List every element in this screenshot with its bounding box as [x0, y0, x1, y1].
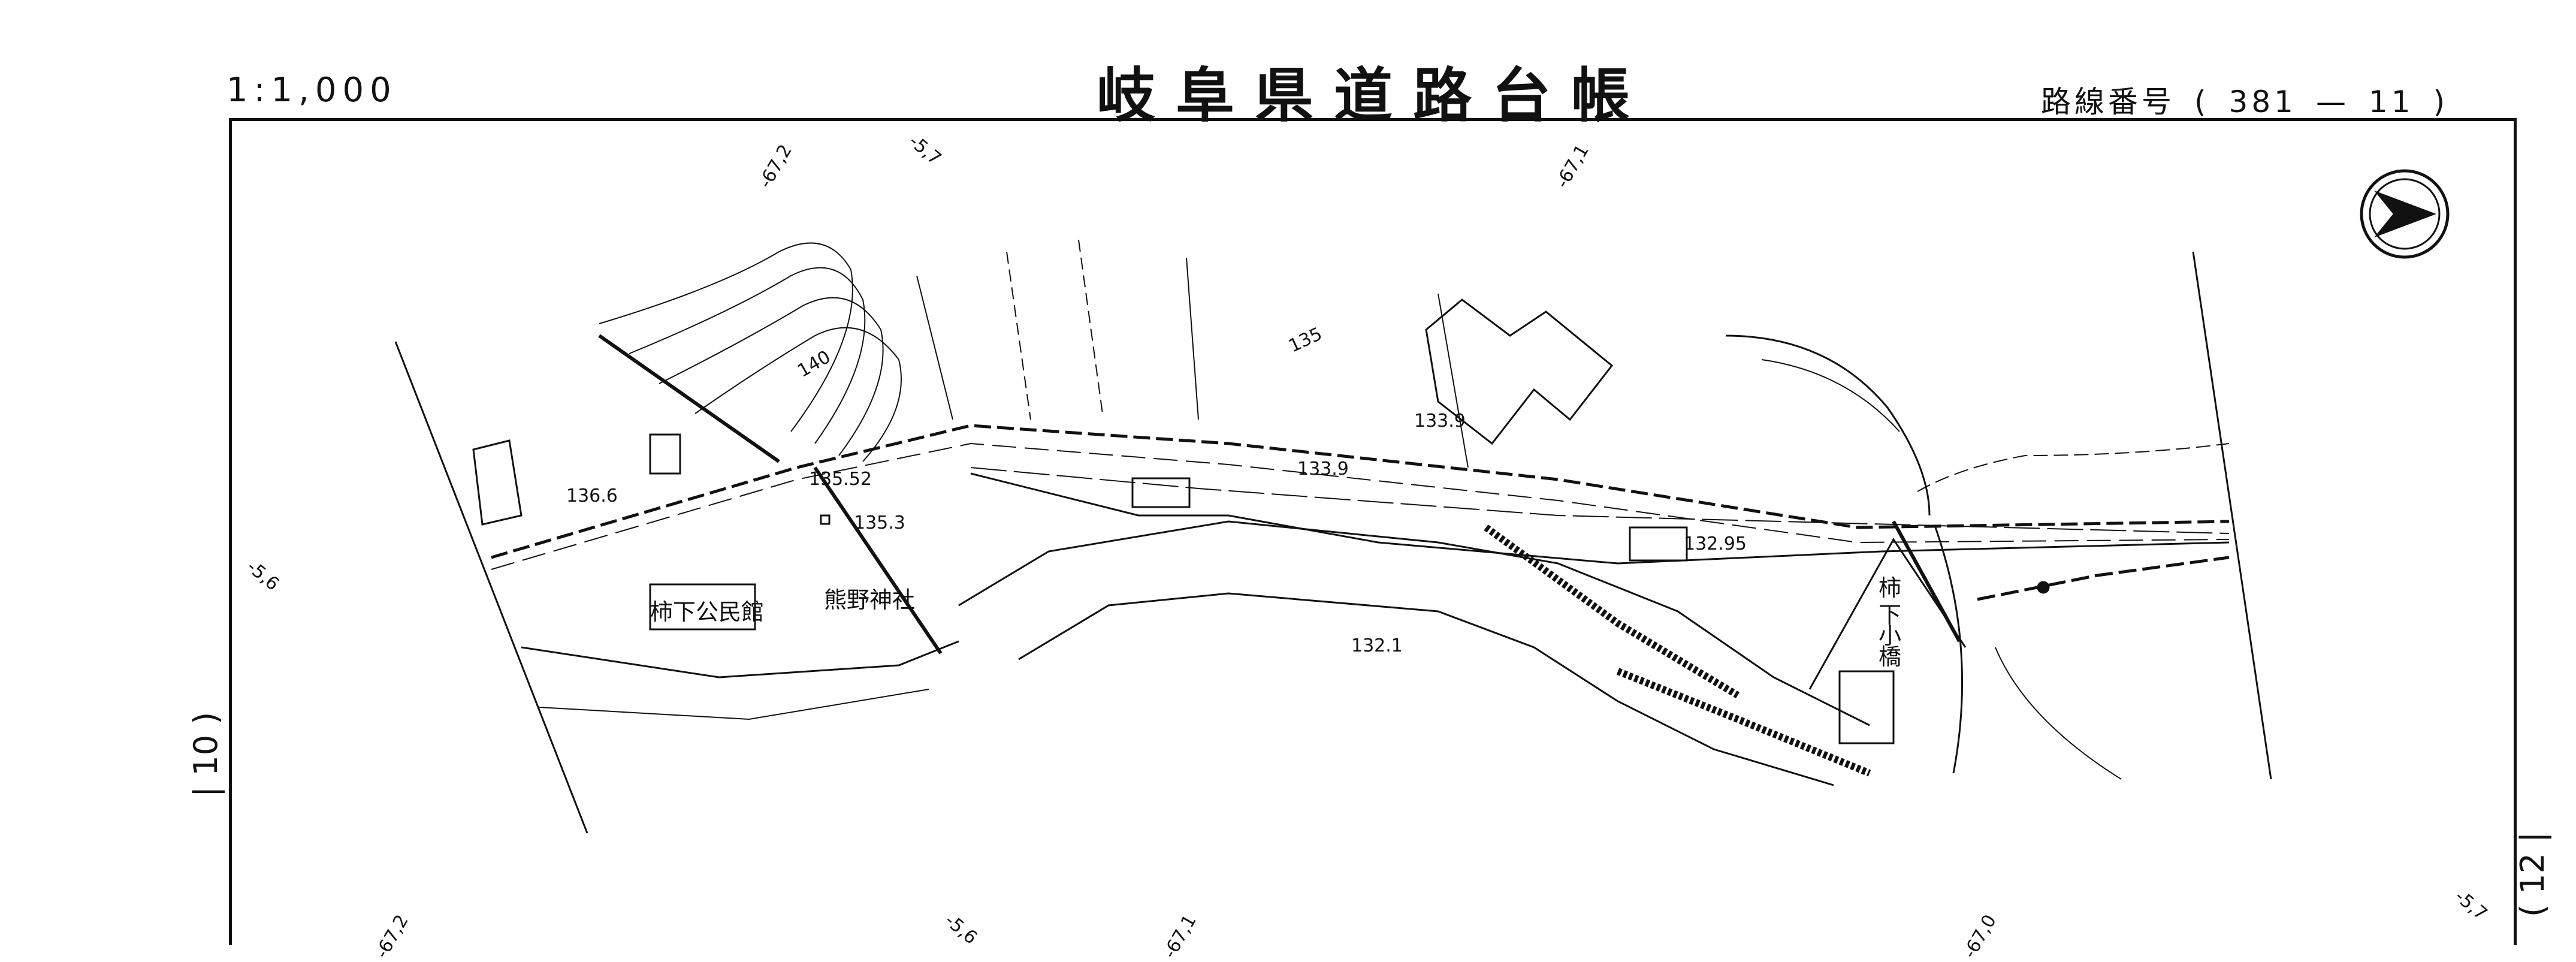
elevation-label: 133.9 — [1414, 411, 1466, 432]
bridge-label-1: 柿 — [1879, 575, 1902, 601]
contour-1 — [599, 242, 853, 432]
parcel-line-5 — [1438, 293, 1469, 468]
rail-strip-1 — [1484, 524, 1740, 699]
map-scale: 1:1,000 — [227, 71, 397, 110]
rail-strip-2 — [1616, 668, 1871, 777]
contour-2 — [629, 267, 866, 444]
survey-boundary-right — [2192, 251, 2272, 780]
contour-3 — [659, 297, 884, 456]
elevation-label: 133.9 — [1297, 459, 1349, 480]
route-dash: — — [2315, 85, 2349, 119]
building-2 — [649, 433, 681, 475]
river-bank-lower — [521, 640, 959, 678]
route-section: 11 — [2368, 85, 2414, 119]
bridge-label-3: 小 — [1879, 623, 1902, 649]
route-label: 路線番号 — [2041, 85, 2175, 119]
route-number-label: 路線番号 (381 — 11) — [2031, 78, 2458, 121]
road-edge-south — [970, 472, 2230, 565]
parcel-line-7 — [598, 334, 780, 463]
contour-4 — [694, 327, 902, 462]
bridge-label-2: 下 — [1879, 602, 1902, 628]
community-hall-label: 柿下公民館 — [650, 599, 765, 625]
river-south-bank — [1018, 592, 1834, 786]
building-3 — [472, 439, 523, 526]
east-road-curve-2 — [1761, 359, 1900, 432]
bridge-deck — [1808, 538, 1967, 690]
route-open-paren: ( — [2194, 85, 2210, 119]
elevation-label: 132.95 — [1684, 533, 1747, 554]
river-north-bank — [958, 520, 1870, 726]
parcel-line-3 — [1078, 239, 1103, 414]
east-road-curve — [1725, 334, 1931, 516]
east-road — [1977, 556, 2230, 601]
building-hall — [649, 583, 756, 631]
survey-boundary-left — [394, 341, 588, 834]
route-number: 381 — [2228, 85, 2297, 119]
map-frame — [229, 118, 2517, 945]
building-4 — [1425, 298, 1614, 445]
route-close-paren: ) — [2433, 85, 2449, 119]
building-5 — [1838, 670, 1895, 744]
elevation-label: 135.3 — [854, 512, 905, 533]
east-road-curve-5 — [1995, 647, 2122, 780]
bridge-label-4: 橋 — [1879, 644, 1902, 670]
parcel-line-1 — [916, 275, 953, 420]
marker-east — [2037, 581, 2050, 594]
north-arrow-icon — [2360, 169, 2450, 259]
elevation-label: 135.52 — [809, 469, 872, 490]
road-edge-north-inner — [491, 442, 2230, 570]
parcel-line-2 — [1006, 251, 1031, 420]
river-bank-lower-2 — [539, 689, 929, 720]
building-1 — [1131, 477, 1191, 508]
parcel-line-4 — [1186, 257, 1199, 420]
building-6 — [1629, 526, 1688, 562]
east-road-curve-3 — [1917, 443, 2230, 492]
map-drawing — [394, 169, 2450, 834]
shrine-label: 熊野神社 — [824, 587, 916, 613]
elevation-label: 132.1 — [1351, 635, 1403, 656]
road-edge-north — [491, 424, 2230, 559]
east-road-curve-4 — [1934, 527, 1964, 774]
building-shrine — [820, 514, 831, 525]
elevation-label: 136.6 — [566, 485, 618, 506]
parcel-line-6 — [813, 466, 943, 655]
